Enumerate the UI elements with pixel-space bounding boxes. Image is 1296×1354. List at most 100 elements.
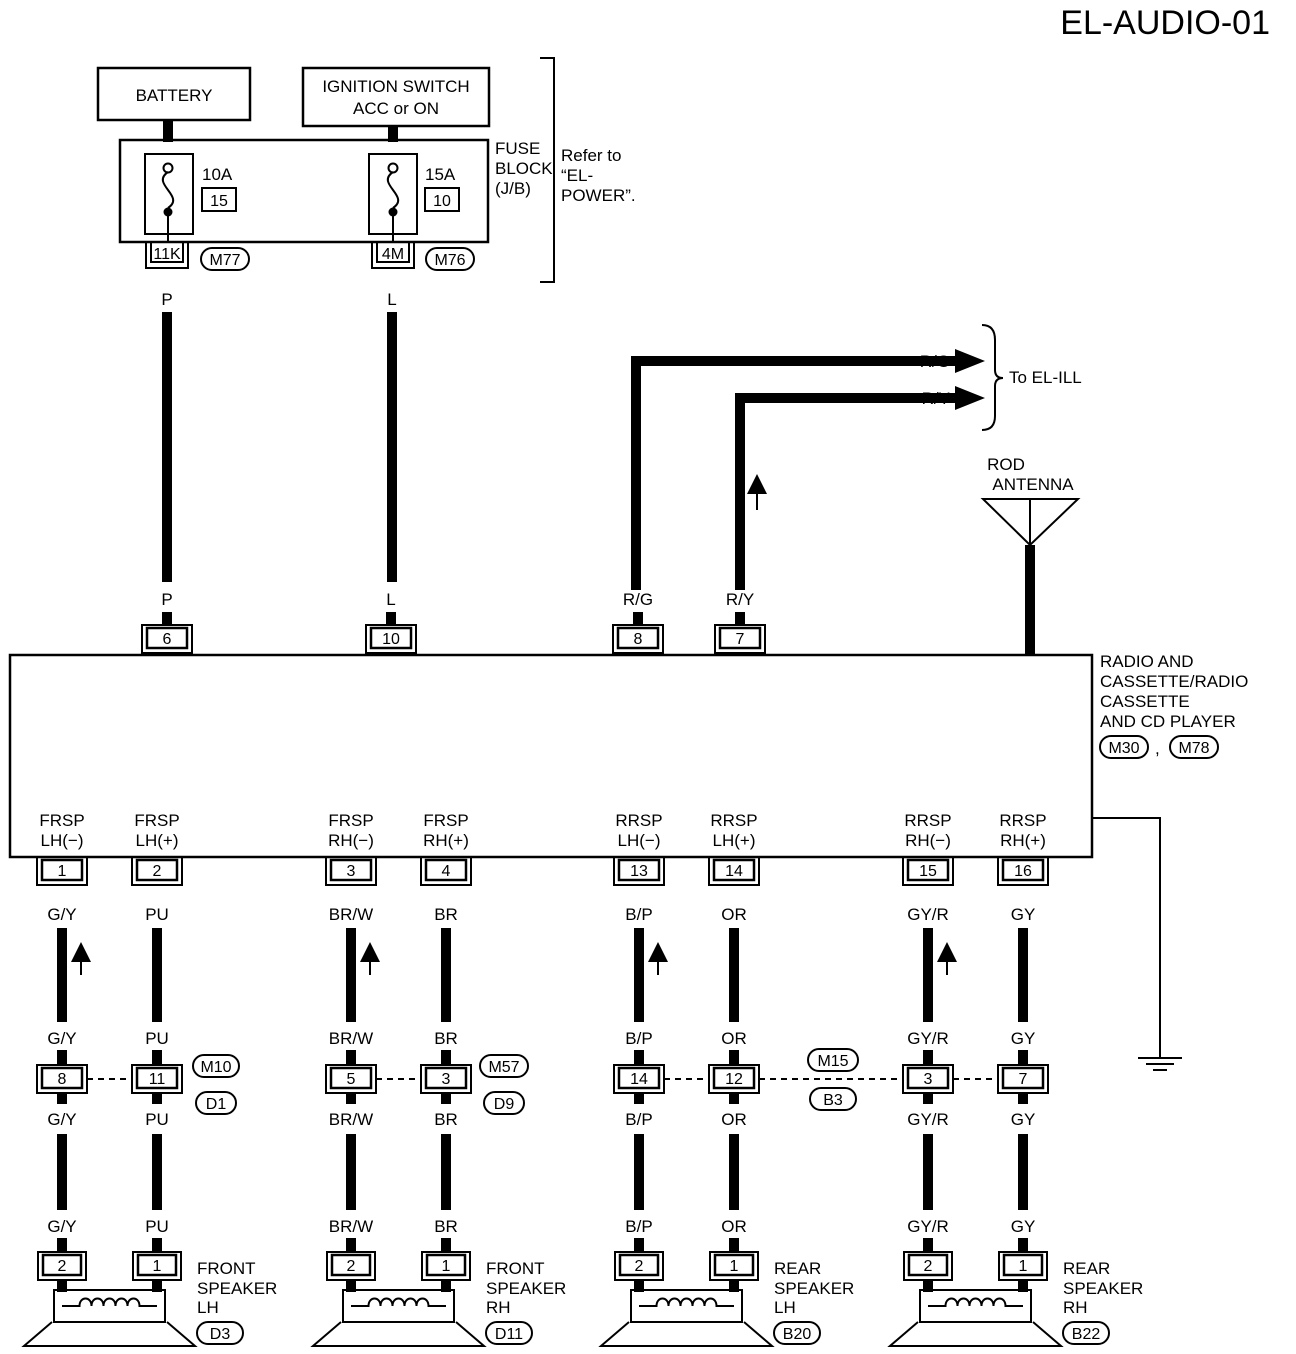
wire-label-c-4: B/P (625, 1110, 652, 1129)
lower-pin-name2-3: RH(+) (423, 831, 469, 850)
speaker-name-2-1: SPEAKER (486, 1279, 566, 1298)
svg-text:1: 1 (442, 1258, 451, 1275)
wire-label-c-1: PU (145, 1110, 169, 1129)
wire-label-a-5: OR (721, 905, 747, 924)
joint-connector-m10: M10 (192, 1054, 240, 1078)
lower-pin-3: 3 (325, 856, 377, 886)
svg-text:D11: D11 (495, 1326, 523, 1343)
arrow-rg (955, 349, 985, 373)
refer-label-2: “EL- (561, 166, 593, 185)
wire-label-d-2: BR/W (329, 1217, 373, 1236)
to-el-ill-label: To EL-ILL (1009, 368, 1082, 387)
terminal-4m: 4M (371, 241, 415, 269)
fuse-block-bracket (540, 57, 555, 283)
joint-connector-b3: B3 (809, 1087, 857, 1111)
wire-ry-label-top: R/Y (922, 389, 950, 408)
antenna-label-1: ROD (987, 455, 1025, 474)
speaker-pin-minus-3: 2 (903, 1251, 953, 1281)
diagram-title: EL-AUDIO-01 (1060, 4, 1270, 42)
svg-text:M57: M57 (488, 1059, 519, 1076)
upper-pin-6: 6 (141, 624, 193, 654)
speaker-connector-d11: D11 (485, 1321, 533, 1345)
lower-pin-1: 1 (36, 856, 88, 886)
speaker-connector-b22: B22 (1062, 1321, 1110, 1345)
to-el-ill-bracket (981, 324, 1004, 431)
wire-label-d-3: BR (434, 1217, 458, 1236)
svg-text:1: 1 (153, 1258, 162, 1275)
fuse-block-label-3: (J/B) (495, 179, 531, 198)
wire-label-b-1: PU (145, 1029, 169, 1048)
svg-text:2: 2 (58, 1258, 67, 1275)
svg-text:B22: B22 (1072, 1326, 1101, 1343)
svg-text:2: 2 (153, 863, 162, 880)
wire-label-d-0: G/Y (47, 1217, 76, 1236)
joint-connector-d1: D1 (195, 1091, 237, 1115)
fuse-block-label-1: FUSE (495, 139, 540, 158)
speaker-pin-plus-1: 1 (421, 1251, 471, 1281)
speaker-coil-1 (351, 1297, 446, 1307)
speaker-cone-2 (598, 1321, 775, 1347)
speaker-pin-plus-0: 1 (132, 1251, 182, 1281)
svg-text:D1: D1 (206, 1096, 227, 1113)
lower-pin-2: 2 (131, 856, 183, 886)
terminal-11k: 11K (145, 241, 189, 269)
svg-text:11K: 11K (153, 246, 181, 263)
svg-text:5: 5 (347, 1071, 356, 1088)
lower-pin-14: 14 (708, 856, 760, 886)
wire-label-d-4: B/P (625, 1217, 652, 1236)
lower-pin-4: 4 (420, 856, 472, 886)
fuse1-number: 15 (210, 193, 228, 210)
wire-ry (735, 393, 955, 590)
lower-pin-name2-0: LH(−) (41, 831, 84, 850)
svg-text:2: 2 (347, 1258, 356, 1275)
svg-text:M30: M30 (1108, 740, 1139, 757)
speaker-name-1-2: REAR (774, 1259, 821, 1278)
unit-label-2: CASSETTE/RADIO (1100, 672, 1248, 691)
battery-label: BATTERY (136, 86, 213, 105)
wire-label-d-7: GY (1011, 1217, 1036, 1236)
wire-label-d-5: OR (721, 1217, 747, 1236)
lower-pin-name-2: FRSP (328, 811, 373, 830)
lower-pin-13: 13 (613, 856, 665, 886)
radio-unit (8, 653, 1094, 859)
fuse-10a: 10A 15 (144, 120, 237, 242)
unit-label-3: CASSETTE (1100, 692, 1190, 711)
speaker-connector-d3: D3 (196, 1321, 244, 1345)
speaker-name-1-1: FRONT (486, 1259, 545, 1278)
lower-pin-15: 15 (902, 856, 954, 886)
speaker-name-3-3: RH (1063, 1298, 1088, 1317)
joint-pin-3: 3 (420, 1064, 472, 1094)
ignition-label-1: IGNITION SWITCH (322, 77, 469, 96)
wire-label-c-7: GY (1011, 1110, 1036, 1129)
upper-wire-label-2: R/G (623, 590, 653, 609)
lower-pin-name-6: RRSP (904, 811, 951, 830)
wire-label-a-7: GY (1011, 905, 1036, 924)
wire-label-c-6: GY/R (907, 1110, 949, 1129)
antenna-label-2: ANTENNA (992, 475, 1074, 494)
svg-text:14: 14 (725, 863, 743, 880)
svg-text:1: 1 (730, 1258, 739, 1275)
wire-label-b-2: BR/W (329, 1029, 373, 1048)
speaker-name-2-0: SPEAKER (197, 1279, 277, 1298)
speaker-cone-0 (21, 1321, 198, 1347)
upper-pin-10: 10 (365, 624, 417, 654)
connector-m78: M78 (1169, 735, 1219, 759)
speaker-name-3-0: LH (197, 1298, 219, 1317)
speaker-coil-0 (62, 1297, 157, 1307)
svg-text:16: 16 (1014, 863, 1032, 880)
svg-text:14: 14 (630, 1071, 648, 1088)
wire-label-b-6: GY/R (907, 1029, 949, 1048)
wire-rg (631, 356, 955, 590)
connector-m77: M77 (200, 247, 250, 271)
speaker-pin-minus-0: 2 (37, 1251, 87, 1281)
fuse2-rating: 15A (425, 165, 456, 184)
upper-wire-label-1: L (386, 590, 395, 609)
wire-label-b-5: OR (721, 1029, 747, 1048)
svg-text:12: 12 (725, 1071, 743, 1088)
svg-text:D9: D9 (494, 1096, 515, 1113)
wire-label-c-0: G/Y (47, 1110, 76, 1129)
speaker-pin-minus-1: 2 (326, 1251, 376, 1281)
connector-m30: M30 (1099, 735, 1149, 759)
